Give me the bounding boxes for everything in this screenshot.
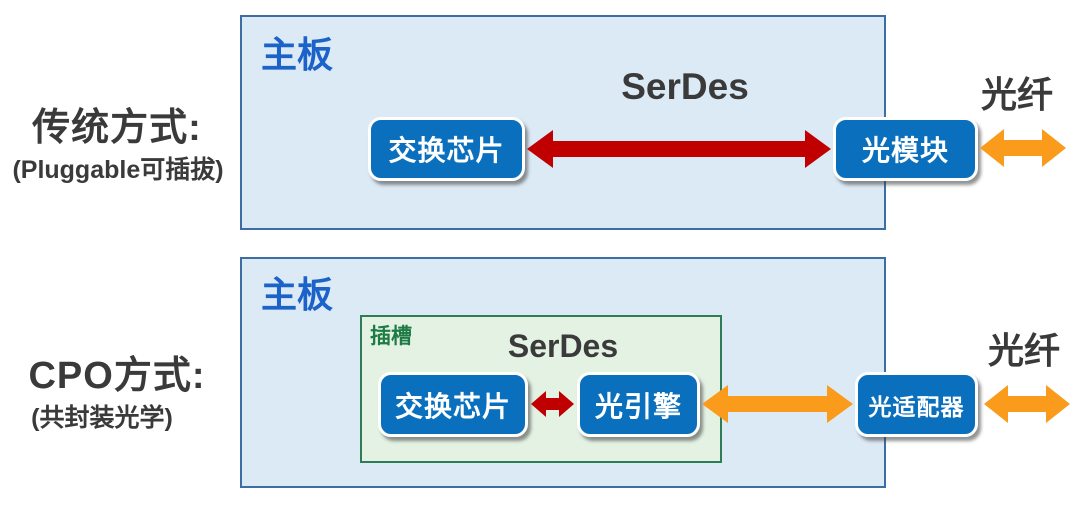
row1-motherboard-panel (240, 15, 886, 230)
row1-optical-module-node: 光模块 (833, 117, 978, 181)
row2-engine-to-adapter-double-arrow-icon (702, 385, 853, 423)
row2-subtitle: (共封装光学) (31, 404, 173, 432)
row2-optical-adapter-node: 光适配器 (855, 372, 978, 437)
row2-serdes-double-arrow-icon (531, 391, 574, 417)
row1-subtitle: (Pluggable可插拔) (12, 156, 224, 184)
row2-serdes-label: SerDes (507, 328, 619, 364)
row2-fiber-double-arrow-icon (984, 385, 1070, 423)
row1-switch-chip-node: 交换芯片 (368, 117, 525, 181)
row2-socket-label: 插槽 (370, 325, 412, 348)
row2-fiber-label: 光纤 (987, 330, 1060, 371)
row1-title: 传统方式: (32, 107, 202, 149)
row1-serdes-label: SerDes (621, 66, 749, 107)
row2-optical-engine-node: 光引擎 (577, 372, 700, 437)
row2-motherboard-label: 主板 (261, 274, 334, 315)
row1-serdes-double-arrow-icon (527, 130, 831, 168)
row1-fiber-label: 光纤 (980, 74, 1053, 115)
row1-fiber-double-arrow-icon (980, 129, 1066, 167)
row1-motherboard-label: 主板 (261, 34, 334, 75)
row2-title: CPO方式: (28, 355, 206, 397)
row2-switch-chip-node: 交换芯片 (378, 372, 528, 437)
